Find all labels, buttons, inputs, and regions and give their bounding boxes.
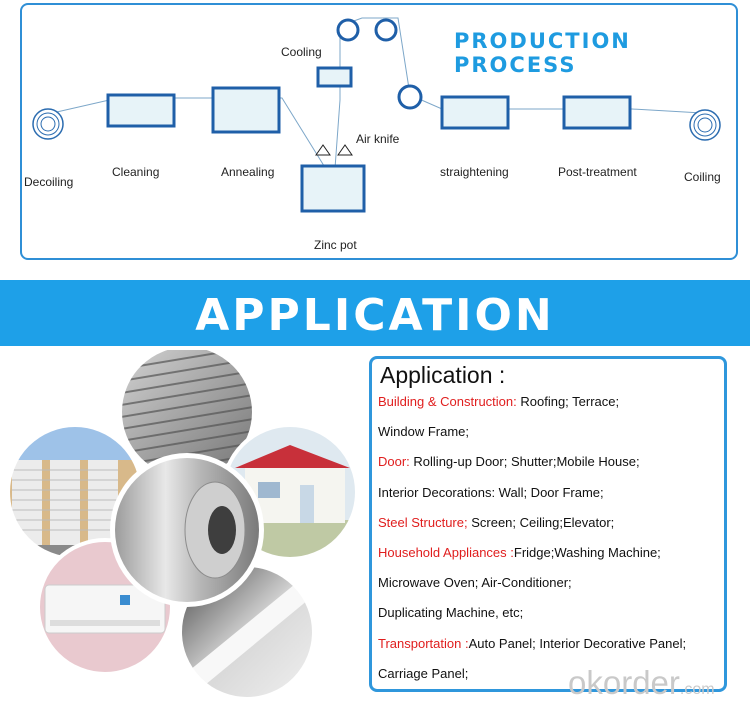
- step-label-coiling: Coiling: [684, 170, 721, 184]
- step-label-air-knife: Air knife: [356, 132, 400, 146]
- line-text: Carriage Panel;: [378, 666, 469, 681]
- category-label: Door:: [378, 454, 410, 469]
- line-text: Fridge;Washing Machine;: [513, 545, 661, 560]
- step-label-annealing: Annealing: [221, 165, 275, 179]
- step-label-straightening: straightening: [440, 165, 509, 179]
- annealing-furnace-icon: [211, 86, 281, 134]
- roller-icon: [374, 18, 398, 42]
- application-line: Microwave Oven; Air-Conditioner;: [378, 575, 572, 590]
- application-heading: Application :: [380, 362, 506, 388]
- line-text: Microwave Oven; Air-Conditioner;: [378, 575, 572, 590]
- line-text: Duplicating Machine, etc;: [378, 605, 524, 620]
- line-text: Screen; Ceiling;Elevator;: [467, 515, 615, 530]
- application-line: Transportation :Auto Panel; Interior Dec…: [378, 636, 686, 651]
- line-text: Rolling-up Door; Shutter;Mobile House;: [409, 454, 640, 469]
- category-label: Building & Construction:: [378, 394, 517, 409]
- air-knife-icon: [315, 144, 331, 156]
- application-list-box: Application : Building & Construction: R…: [369, 356, 727, 692]
- step-label-cleaning: Cleaning: [112, 165, 160, 179]
- straightening-unit-icon: [440, 95, 510, 130]
- application-line: Interior Decorations: Wall; Door Frame;: [378, 485, 604, 500]
- process-flow-diagram: [32, 17, 721, 213]
- application-line: Household Appliances :Fridge;Washing Mac…: [378, 545, 661, 560]
- application-banner: APPLICATION: [0, 280, 750, 346]
- production-process-panel: PRODUCTION PROCESS Decoiling Cleaning An…: [20, 3, 738, 260]
- application-line: Window Frame;: [378, 424, 469, 439]
- application-line: Carriage Panel;: [378, 666, 468, 681]
- application-line: Steel Structure; Screen; Ceiling;Elevato…: [378, 515, 614, 530]
- line-text: Window Frame;: [378, 424, 470, 439]
- application-line: Duplicating Machine, etc;: [378, 605, 523, 620]
- application-banner-title: APPLICATION: [195, 290, 555, 341]
- step-label-decoiling: Decoiling: [24, 175, 74, 189]
- air-knife-icon: [337, 144, 353, 156]
- zinc-pot-icon: [300, 164, 366, 213]
- cleaning-tank-icon: [106, 93, 176, 128]
- category-label: Steel Structure;: [378, 515, 468, 530]
- category-label: Transportation :: [378, 636, 469, 651]
- step-label-post-treatment: Post-treatment: [558, 165, 637, 179]
- watermark-suffix: .com: [679, 681, 715, 698]
- watermark-main: okorder: [568, 664, 680, 701]
- decoiler-icon: [32, 108, 64, 140]
- process-title: PRODUCTION PROCESS: [454, 29, 631, 77]
- coiler-icon: [689, 109, 721, 141]
- step-label-cooling: Cooling: [281, 45, 322, 59]
- line-text: Interior Decorations: Wall; Door Frame;: [378, 485, 604, 500]
- galvanized-coil-image: [110, 453, 264, 607]
- line-text: Roofing; Terrace;: [516, 394, 620, 409]
- post-treatment-unit-icon: [562, 95, 632, 130]
- air-conditioner-image: [38, 540, 172, 674]
- application-line: Building & Construction: Roofing; Terrac…: [378, 394, 619, 409]
- application-line: Door: Rolling-up Door; Shutter;Mobile Ho…: [378, 454, 640, 469]
- line-text: Auto Panel; Interior Decorative Panel;: [468, 636, 687, 651]
- strip-line: [47, 97, 335, 183]
- product-collage: [6, 350, 359, 701]
- cooling-unit-icon: [316, 66, 353, 88]
- watermark: okorder.com: [568, 664, 715, 702]
- strip-line-rise: [333, 17, 411, 183]
- category-label: Household Appliances :: [378, 545, 514, 560]
- strip-line-out: [409, 94, 703, 114]
- roller-icon: [397, 84, 423, 110]
- step-label-zinc-pot: Zinc pot: [314, 238, 357, 252]
- roller-icon: [336, 18, 360, 42]
